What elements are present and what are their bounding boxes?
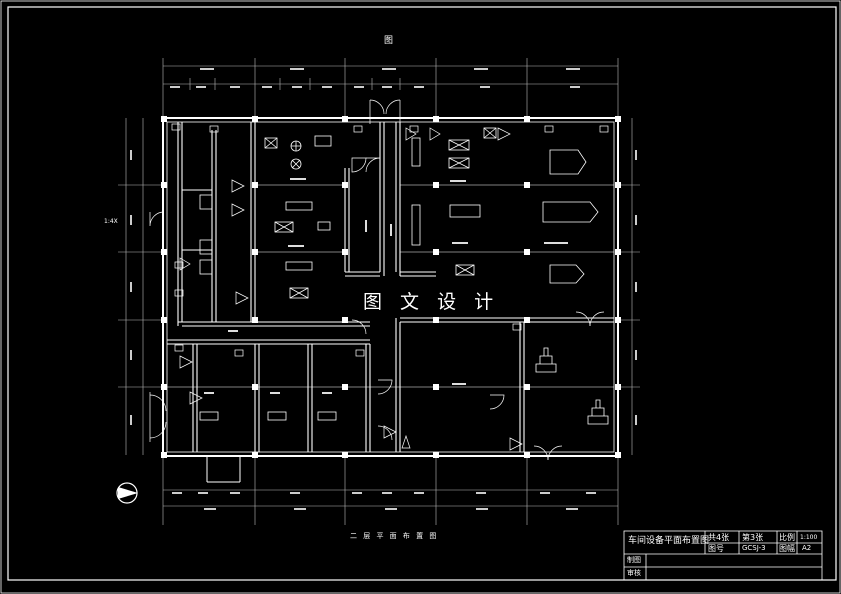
- interior-walls: [167, 122, 614, 452]
- title-designer-label: 制图: [627, 556, 641, 564]
- side-dimension-lines: [118, 118, 640, 455]
- title-size-value: A2: [802, 544, 812, 552]
- doors: [149, 99, 605, 461]
- sheet-inner-border: [7, 6, 837, 581]
- top-label: 图: [384, 36, 394, 46]
- title-total-sheets: 共4张: [708, 533, 730, 542]
- equipment-symbols: [199, 127, 609, 425]
- title-checker-label: 审核: [627, 569, 641, 577]
- room-labels: [204, 178, 568, 394]
- title-drawing-name: 车间设备平面布置图: [628, 536, 710, 546]
- grid-lines: [167, 184, 614, 388]
- top-dimension-lines: [162, 58, 619, 118]
- bottom-dimension-lines: [162, 458, 619, 525]
- title-block: [623, 530, 823, 581]
- title-scale-value: 1:100: [800, 534, 818, 541]
- north-arrow-icon: [116, 482, 138, 504]
- exterior-walls: [162, 117, 619, 483]
- left-label: 1:4X: [104, 218, 118, 225]
- drawing-caption: 二 层 平 面 布 置 图: [350, 532, 439, 540]
- watermark: 图 文 设 计: [363, 291, 500, 313]
- title-sheet-no: 第3张: [742, 533, 764, 542]
- fixtures: [171, 123, 609, 451]
- dimension-numbers: [130, 68, 637, 510]
- title-scale-label: 比例: [779, 533, 795, 542]
- title-drawing-no: GCSJ-3: [742, 544, 766, 552]
- title-drawing-no-label: 图号: [708, 544, 724, 553]
- title-size-label: 图幅: [779, 544, 795, 553]
